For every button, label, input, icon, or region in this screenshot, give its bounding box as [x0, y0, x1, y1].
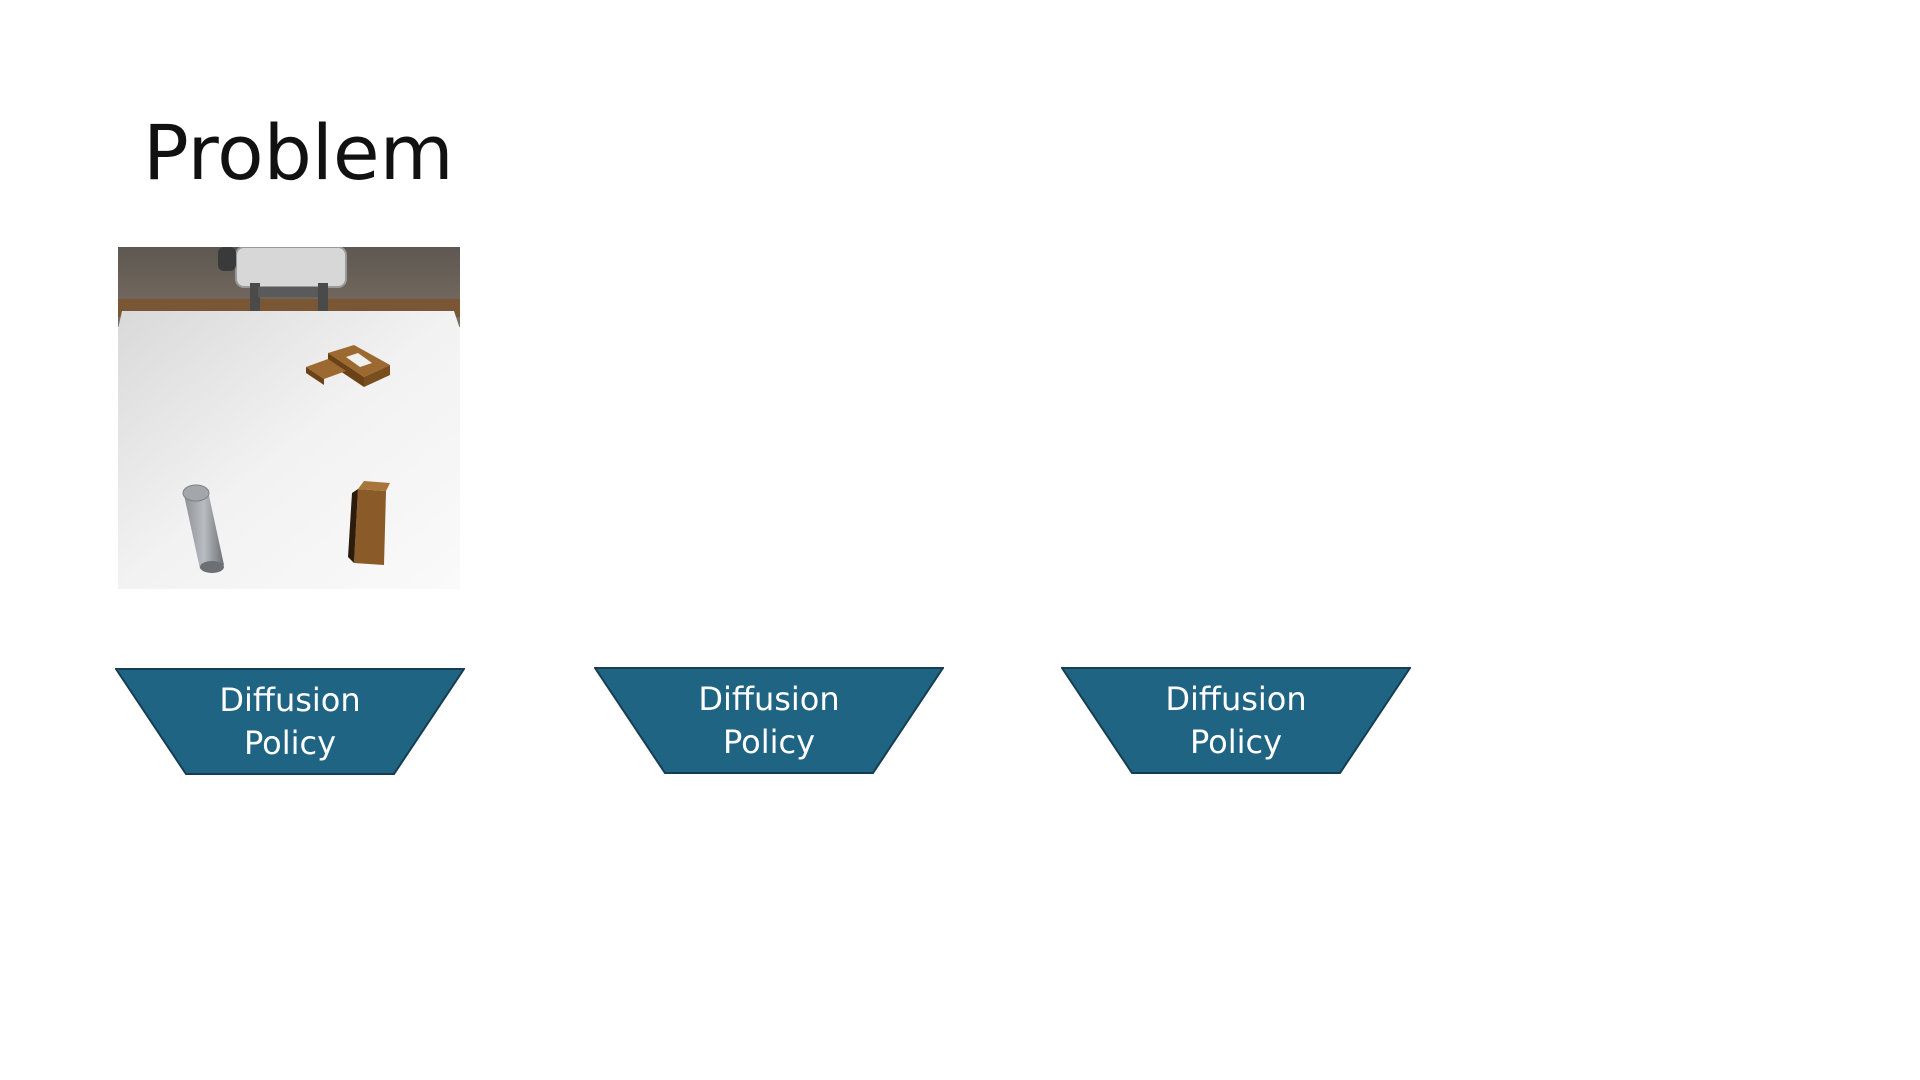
- diffusion-policy-block-2: Diffusion Policy: [594, 667, 944, 775]
- diffusion-policy-label: Diffusion Policy: [1165, 680, 1307, 761]
- diffusion-policy-label: Diffusion Policy: [219, 681, 361, 762]
- trapezoid-shape: [1061, 667, 1411, 774]
- trapezoid-shape: [115, 668, 465, 775]
- diffusion-policy-label: Diffusion Policy: [698, 680, 840, 761]
- robot-gripper: [218, 247, 347, 311]
- square-nut: [306, 345, 390, 387]
- trapezoid-shape: [594, 667, 944, 774]
- diffusion-policy-block-3: Diffusion Policy: [1061, 667, 1411, 775]
- round-peg: [182, 484, 224, 573]
- robot-scene-image: [118, 247, 460, 589]
- diffusion-policy-block-1: Diffusion Policy: [115, 668, 465, 776]
- slide-title: Problem: [143, 108, 454, 197]
- square-peg: [348, 481, 390, 565]
- table-top: [118, 311, 460, 589]
